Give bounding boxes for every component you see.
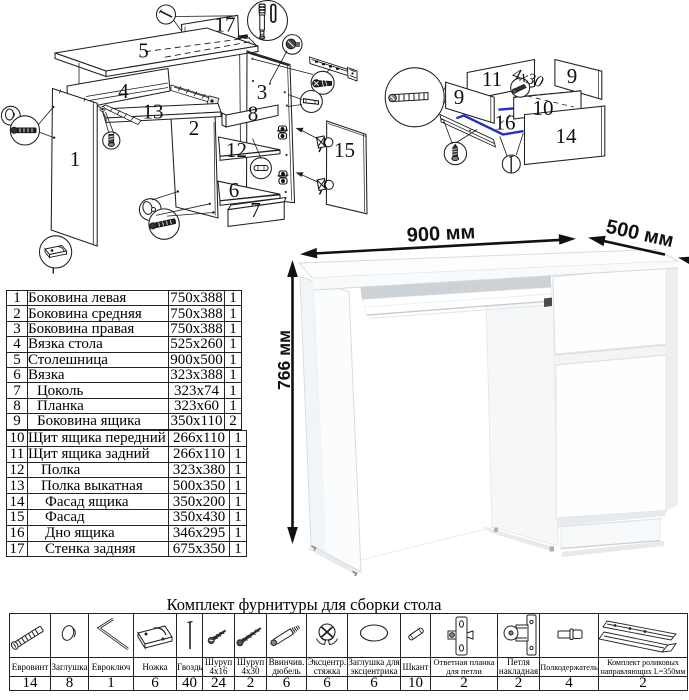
svg-text:6: 6: [229, 178, 240, 202]
svg-text:500 мм: 500 мм: [604, 216, 676, 252]
svg-text:13: 13: [143, 100, 164, 124]
svg-text:15: 15: [334, 138, 355, 162]
svg-text:8: 8: [248, 102, 259, 126]
svg-text:17: 17: [215, 13, 236, 37]
svg-text:900 мм: 900 мм: [406, 221, 476, 247]
svg-text:10: 10: [533, 96, 554, 120]
svg-text:11: 11: [482, 67, 502, 91]
svg-text:7: 7: [250, 198, 261, 222]
svg-text:9: 9: [567, 64, 578, 88]
svg-text:5: 5: [138, 39, 149, 63]
svg-text:9: 9: [454, 85, 465, 109]
svg-text:1: 1: [70, 147, 81, 171]
svg-text:12: 12: [226, 138, 247, 162]
svg-text:4: 4: [118, 79, 129, 103]
svg-text:14: 14: [556, 124, 578, 148]
svg-text:16: 16: [495, 111, 516, 135]
svg-text:3: 3: [257, 80, 268, 104]
svg-text:766 мм: 766 мм: [274, 330, 294, 390]
svg-text:2: 2: [189, 116, 200, 140]
